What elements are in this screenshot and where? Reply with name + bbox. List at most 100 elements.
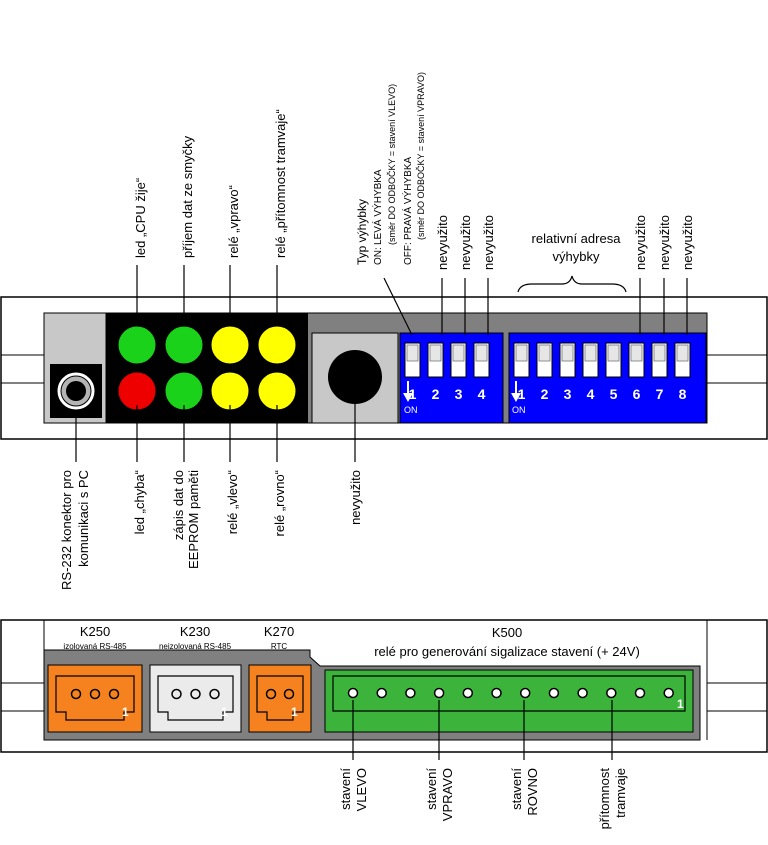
dip-unused-labels: nevyužito nevyužito nevyužito nevyužito …: [435, 215, 695, 270]
led-tram-relay-label: relé „přítomnost tramvaje“: [273, 109, 288, 258]
connector-k500-pin-4: [577, 687, 588, 699]
switch-type-label-group: Typ výhybky ON: LEVÁ VÝHYBKA (směr DO OD…: [355, 72, 426, 265]
switch-type-off-text: PRAVÁ VÝHYBKA: [401, 156, 414, 240]
dip2-unused-7: nevyužito: [657, 215, 672, 270]
k250-sub: izolovaná RS-485: [63, 642, 127, 651]
rel-address-line1: relativní adresa: [532, 231, 622, 246]
connector-k230-pin-1: [209, 688, 220, 700]
k500-sub: relé pro generování sigalizace stavení (…: [374, 644, 640, 659]
connector-k270-pin-1: [283, 688, 295, 700]
led-right-relay-label: relé „vpravo“: [226, 185, 241, 258]
pin-straight-line2: ROVNO: [525, 768, 540, 816]
pin-left-line1: stavení: [338, 768, 353, 810]
led-bottom-3: [210, 371, 250, 411]
connector-k500-pin-9: [433, 687, 445, 699]
led-eeprom-label-line1: zápis dat do: [171, 470, 186, 540]
dip2-switch-4-lever: [584, 344, 597, 362]
switch-type-on-text: LEVÁ VÝHYBKA: [371, 169, 384, 245]
switch-type-on-note: (směr DO ODBOČKY = stavení VLEVO): [387, 84, 397, 245]
rs232-label-line2: komunikaci s PC: [76, 470, 91, 567]
pin-right-line1: stavení: [424, 768, 439, 810]
dip2-unused-8: nevyužito: [680, 215, 695, 270]
top-led-labels: led „CPU žije“ příjem dat ze smyčky relé…: [133, 109, 288, 258]
k270-name: K270: [264, 624, 294, 639]
dip1-switch-2-lever: [429, 344, 442, 362]
dip2-unused-6: nevyužito: [633, 215, 648, 270]
connector-k250-pin1-label: 1: [122, 705, 129, 719]
led-loop-rx-label: příjem dat ze smyčky: [180, 135, 195, 258]
dip2-switch-6-number: 6: [633, 386, 641, 402]
dip1-on-label: ON: [404, 405, 418, 415]
unused-button-label: nevyužito: [348, 470, 363, 525]
dip2-switch-1-lever: [515, 344, 528, 362]
connector-k250-pin-1: [108, 688, 120, 700]
dip2-switch-8-lever: [676, 344, 689, 362]
led-straight-relay-label: relé „rovno“: [272, 470, 287, 536]
dip2-switch-2-number: 2: [541, 386, 549, 402]
connector-k500-pin1-label: 1: [677, 697, 684, 711]
bottom-led-labels: RS-232 konektor pro komunikaci s PC led …: [59, 470, 363, 590]
pin-labels: stavení VLEVO stavení VPRAVO stavení ROV…: [338, 768, 628, 830]
address-brace: [517, 275, 627, 293]
dip2-on-arrow: [511, 381, 521, 402]
dip1-switch-1-lever: [406, 344, 419, 362]
connector-k270-housing: [248, 664, 312, 733]
led-top-1: [117, 325, 157, 365]
dip2-switch-5-number: 5: [610, 386, 618, 402]
dip2-switch-3-number: 3: [564, 386, 572, 402]
dip1-switch-4-number: 4: [478, 386, 486, 402]
connector-k270-pin1-label: 1: [291, 705, 298, 719]
rel-address-line2: výhybky: [553, 249, 600, 264]
connector-k500-pin-11: [376, 687, 387, 699]
dip1-switch-4-lever: [475, 344, 488, 362]
unused-push-button[interactable]: [328, 350, 382, 404]
connector-k230-pin1-label: 1: [221, 705, 228, 719]
led-cpu-label: led „CPU žije“: [133, 178, 148, 258]
connector-k500-pin-7: [491, 687, 502, 699]
led-top-3: [210, 325, 250, 365]
led-bottom-1: [117, 371, 157, 411]
led-bottom-4: [257, 371, 297, 411]
led-top-2: [164, 325, 204, 365]
dip1-unused-4: nevyužito: [481, 215, 496, 270]
dip2-switch-2-lever: [538, 344, 551, 362]
dip1-switch-2-number: 2: [432, 386, 440, 402]
dip2-switch-3-lever: [561, 344, 574, 362]
connector-k250-pin-2: [89, 688, 101, 700]
connector-k500-pin-1: [663, 687, 674, 699]
connector-k250-pin-3: [70, 688, 82, 700]
connector-k230-pin-2: [190, 688, 201, 700]
led-left-relay-label: relé „vlevo“: [225, 470, 240, 534]
pin-straight-line1: stavení: [509, 768, 524, 810]
k270-sub: RTC: [271, 642, 288, 651]
pin-leader-lines: [352, 700, 613, 760]
dip1-switch-3-number: 3: [455, 386, 463, 402]
connector-k500-pin-5: [548, 687, 560, 699]
connector-labels: K250 izolovaná RS-485 K230 neizolovaná R…: [63, 624, 639, 659]
k500-name: K500: [492, 625, 522, 640]
connector-k500-pin-3: [606, 687, 617, 699]
k230-name: K230: [180, 624, 210, 639]
dip1-switch-3-lever: [452, 344, 465, 362]
connector-k230-pin-3: [171, 688, 182, 700]
pin-left-line2: VLEVO: [354, 768, 369, 811]
connector-k270-pin-2: [265, 688, 277, 700]
dip1-switch-1-number: 1: [409, 386, 417, 402]
dip2-on-label: ON: [512, 405, 526, 415]
dip1-unused-2: nevyužito: [435, 215, 450, 270]
switch-type-on-prefix: ON:: [373, 247, 384, 265]
connector-k500-pin-10: [405, 687, 416, 699]
dip1-unused-3: nevyužito: [458, 215, 473, 270]
connector-k500-pin-6: [519, 687, 531, 699]
switch-type-off-prefix: OFF:: [403, 242, 414, 265]
pin-right-line2: VPRAVO: [440, 768, 455, 821]
dip1-on-arrow: [403, 381, 413, 402]
led-eeprom-label-line2: EEPROM paměti: [186, 470, 201, 569]
dip2-switch-4-number: 4: [587, 386, 595, 402]
switch-type-off-note: (směr DO ODBOČKY = stavení VPRAVO): [416, 72, 426, 240]
dip2-switch-1-number: 1: [518, 386, 526, 402]
led-error-label: led „chyba“: [132, 470, 147, 534]
led-bottom-2: [164, 371, 204, 411]
